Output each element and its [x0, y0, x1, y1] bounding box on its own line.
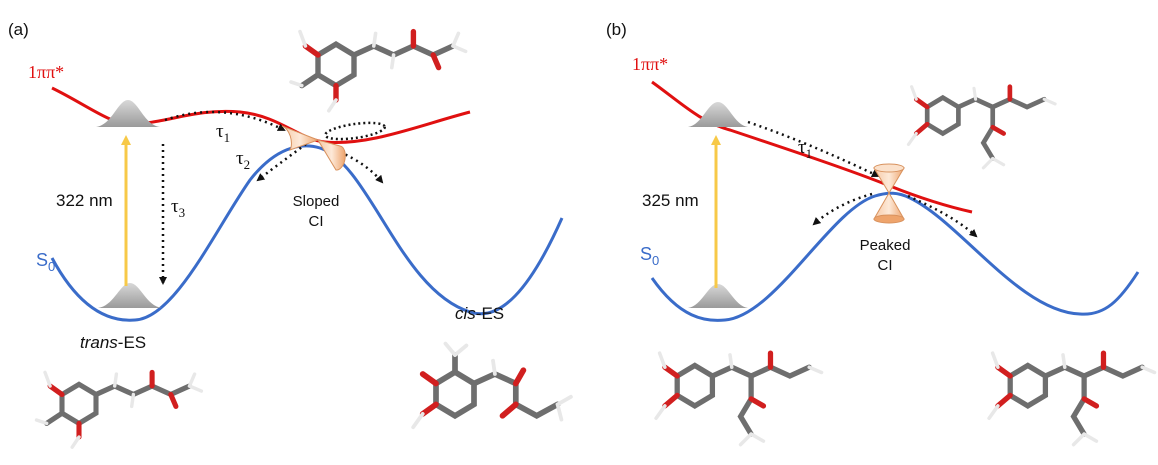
tau2-label: τ2 [236, 148, 250, 172]
tau3-label: τ3 [171, 196, 185, 220]
panel-b: (b) 1ππ* S0 325 nm τ1 Peaked CI [606, 20, 1155, 445]
tau1-arrow-a [164, 110, 286, 132]
panel-a-label: (a) [8, 20, 29, 39]
cis-molecule-a [413, 344, 571, 428]
ci-loop [324, 121, 386, 141]
excited-state-label-a: 1ππ* [28, 62, 64, 82]
wavelength-label-a: 322 nm [56, 191, 113, 210]
sloped-ci-label-2: CI [309, 213, 324, 230]
branch-arrow-right-b [907, 194, 978, 238]
wavepacket-ground-b [688, 284, 748, 308]
peaked-ci-label-1: Peaked [860, 237, 911, 254]
peaked-ci-label-2: CI [878, 257, 893, 274]
trans-molecule-b [656, 353, 821, 445]
cis-es-label: cis-ES [455, 304, 504, 323]
excited-state-curve-b [651, 80, 973, 214]
tau1-label-a: τ1 [216, 121, 230, 145]
peaked-ci-cone [873, 163, 905, 224]
ground-state-label-a: S0 [36, 250, 55, 274]
ground-state-label-b: S0 [640, 244, 659, 268]
trans-es-label: trans-ES [80, 333, 146, 352]
trans-molecule-a [37, 372, 202, 447]
tau1-label-b: τ1 [798, 137, 812, 161]
wavepacket-excited-a [96, 100, 160, 127]
panel-a: (a) 1ππ* S0 322 nm τ1 τ2 τ3 Slop [8, 20, 571, 447]
excited-state-label-b: 1ππ* [632, 54, 668, 74]
ci-molecule-b [908, 87, 1055, 168]
sloped-ci-label-1: Sloped [293, 193, 340, 210]
tau2-arrow [256, 142, 307, 182]
wavepacket-ground-a [98, 283, 162, 308]
sloped-ci-cone [281, 125, 346, 171]
tau1-arrow-b [747, 120, 880, 178]
branch-arrow-left-b [812, 192, 873, 226]
wavepacket-excited-b [688, 102, 748, 127]
panel-b-label: (b) [606, 20, 627, 39]
wavelength-label-b: 325 nm [642, 191, 699, 210]
forward-arrow-a [339, 150, 384, 184]
cis-molecule-b [989, 353, 1154, 445]
ci-molecule-a [291, 32, 466, 111]
ground-state-curve-b [650, 191, 1140, 322]
